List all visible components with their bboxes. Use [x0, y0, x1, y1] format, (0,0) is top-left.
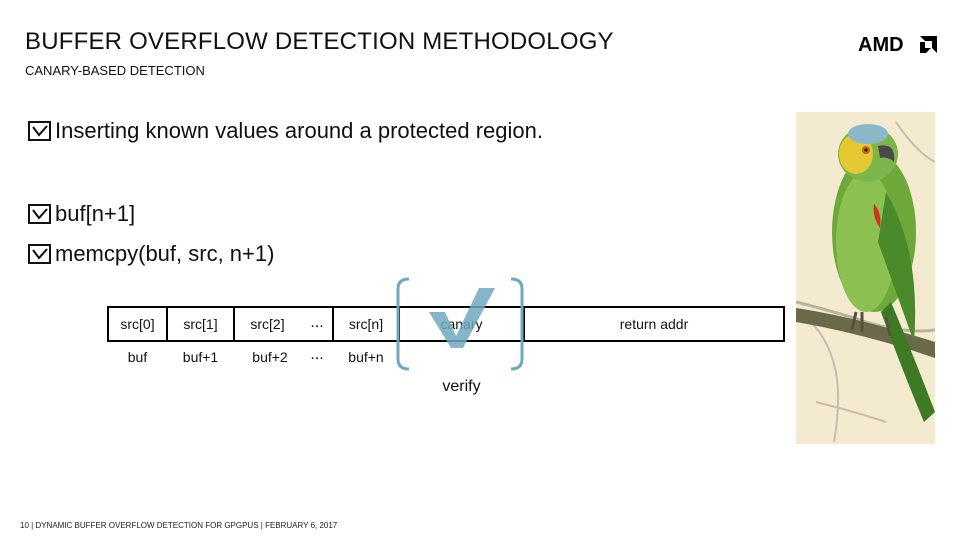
parrot-image: [796, 112, 935, 444]
bullet-item: Inserting known values around a protecte…: [28, 118, 543, 144]
memory-cell: src[2]: [250, 316, 285, 332]
amd-logo: AMD: [858, 33, 942, 56]
address-label: buf: [127, 349, 148, 365]
checkbox-icon: [28, 121, 51, 141]
address-label: buf+n: [348, 349, 384, 365]
address-label: ...: [310, 346, 324, 363]
memory-cell: src[1]: [183, 316, 218, 332]
bullet-text: buf[n+1]: [55, 201, 136, 226]
bullet-item: memcpy(buf, src, n+1): [28, 241, 274, 267]
bullet-text: Inserting known values around a protecte…: [55, 118, 543, 143]
slide-subtitle: CANARY-BASED DETECTION: [25, 63, 205, 78]
bullet-text: memcpy(buf, src, n+1): [55, 241, 275, 266]
verify-bracket: [396, 277, 524, 371]
verify-label: verify: [442, 378, 481, 395]
logo-text: AMD: [858, 34, 904, 55]
memory-cell: src[n]: [348, 316, 384, 332]
slide-title: BUFFER OVERFLOW DETECTION METHODOLOGY: [25, 28, 614, 55]
cell-divider: [332, 306, 334, 342]
memory-cell: src[0]: [120, 316, 155, 332]
memory-cell: ...: [310, 314, 324, 331]
bullet-item: buf[n+1]: [28, 201, 135, 227]
cell-divider: [166, 306, 168, 342]
cell-divider: [233, 306, 235, 342]
slide-footer: 10 | DYNAMIC BUFFER OVERFLOW DETECTION F…: [20, 521, 338, 530]
checkbox-icon: [28, 204, 51, 224]
cell-divider: [523, 306, 525, 342]
checkbox-icon: [28, 244, 51, 264]
address-label: buf+2: [252, 349, 288, 365]
address-label: buf+1: [182, 349, 219, 365]
memory-layout: [107, 306, 785, 342]
checkmark-icon: [429, 288, 495, 348]
return-addr-cell: return addr: [619, 316, 689, 332]
